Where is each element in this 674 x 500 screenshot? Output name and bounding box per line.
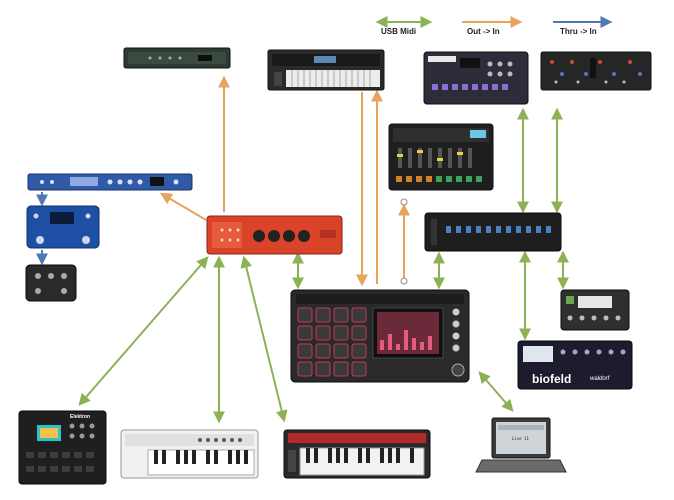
effects-pedal-icon[interactable]: [26, 205, 100, 249]
connection-mpc-laptop: [478, 371, 514, 412]
rack-effects-icon[interactable]: [27, 173, 193, 191]
groovebox-icon[interactable]: [18, 410, 107, 485]
biofeld-brand-label: biofeld: [532, 372, 572, 386]
connection-interface-groovebox: [78, 256, 209, 406]
connection-interface-rack-effects: [159, 192, 207, 221]
desktop-synth-icon[interactable]: [560, 289, 630, 331]
midi-keyboard-icon[interactable]: [120, 429, 259, 479]
connection-interface-poly-keyboard: [240, 255, 288, 423]
midi-thru-box-icon[interactable]: [424, 212, 562, 252]
connections: [36, 75, 569, 424]
laptop-icon[interactable]: [475, 417, 567, 473]
drum-machine-icon[interactable]: [423, 51, 529, 105]
waldorf-brand-label: waldorf: [590, 376, 610, 382]
modular-synth-icon[interactable]: [540, 51, 652, 91]
effects-pedal-icon[interactable]: [25, 264, 77, 302]
drum-machine-icon[interactable]: [388, 123, 494, 191]
legend-thru-label: Thru -> In: [560, 27, 597, 36]
rack-module-icon[interactable]: [123, 47, 231, 69]
desktop-synth-icon[interactable]: [517, 340, 633, 390]
legend-out-label: Out -> In: [467, 27, 500, 36]
laptop-screen-text: Live 11: [512, 436, 529, 441]
legend-usb-label: USB Midi: [381, 27, 417, 36]
groovebox-brand-label: Elektron: [70, 414, 91, 420]
connector-dot: [400, 198, 408, 206]
synth-keyboard-icon[interactable]: [283, 429, 431, 479]
pad-sampler-icon[interactable]: [290, 289, 470, 383]
synth-keyboard-icon[interactable]: [267, 49, 385, 91]
connector-dot: [400, 277, 408, 285]
midi-interface-icon[interactable]: [206, 215, 343, 255]
